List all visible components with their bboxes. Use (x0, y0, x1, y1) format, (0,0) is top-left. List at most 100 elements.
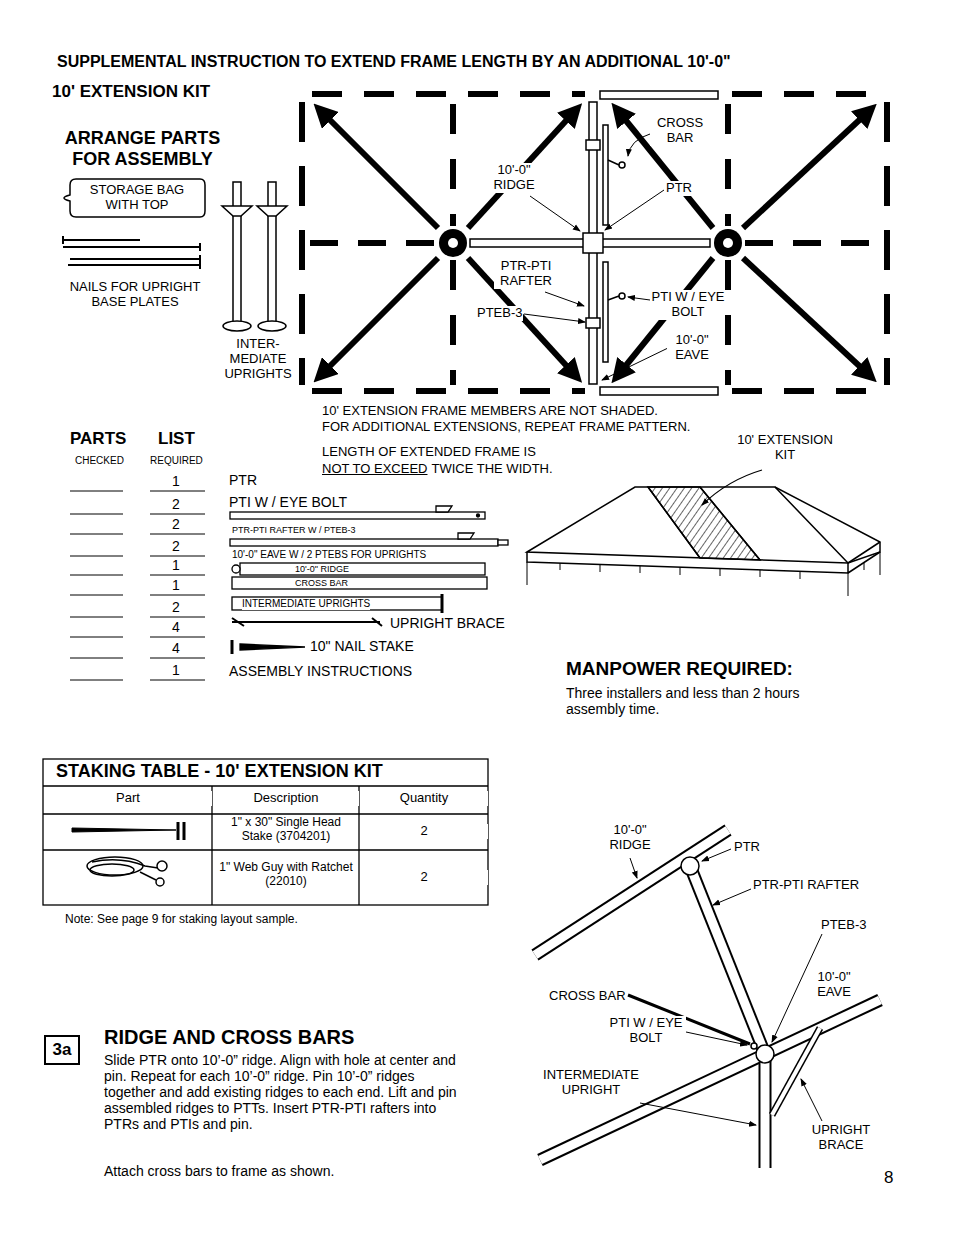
extension-members (603, 262, 608, 362)
label: 2 (172, 538, 180, 554)
label: 1 (172, 473, 180, 489)
label: Part (44, 791, 212, 806)
leader-line (605, 190, 664, 230)
label: PTI W / EYE BOLT (606, 1016, 686, 1046)
upright (222, 182, 287, 331)
label: PTEB-3 (477, 306, 523, 321)
staking-table (43, 759, 488, 905)
label: 1 (172, 577, 180, 593)
label: TWICE THE WIDTH. (431, 462, 552, 477)
storage-bag: STORAGE BAG WITH TOP (68, 178, 206, 218)
extension-members (608, 160, 619, 300)
label: 1" Web Guy with Ratchet (22010) (218, 861, 354, 889)
extension-members (583, 233, 603, 253)
frame-plan (884, 102, 890, 385)
bag-outline (64, 179, 205, 217)
label: LIST (158, 429, 195, 449)
part-drawings (232, 618, 382, 626)
part-drawings (458, 533, 474, 539)
label: 10'-0" RIDGE (484, 163, 544, 193)
label: Quantity (360, 791, 488, 806)
step-number-box: 3a (44, 1035, 80, 1065)
detail-frame (751, 1043, 757, 1049)
extension-members (586, 140, 600, 150)
label: 10' EXTENSION KIT (52, 82, 210, 102)
part-drawings (230, 512, 485, 519)
hub (439, 229, 742, 257)
label: RIDGE AND CROSS BARS (104, 1026, 354, 1049)
label: INTER- MEDIATE UPRIGHTS (220, 337, 296, 382)
hub (448, 238, 458, 248)
page-title: SUPPLEMENTAL INSTRUCTION TO EXTEND FRAME… (57, 53, 731, 71)
tent (648, 487, 880, 563)
part-drawings (240, 644, 305, 650)
leader-line (702, 849, 731, 861)
label: 10' EXTENSION KIT (735, 433, 835, 463)
extension-members (603, 125, 608, 225)
label: LENGTH OF EXTENDED FRAME IS (322, 445, 536, 460)
extension-members (619, 293, 625, 299)
leader-line (524, 134, 668, 380)
frame-plan (725, 104, 731, 226)
leader-line (530, 196, 580, 231)
frame-plan (312, 388, 585, 394)
label: 2 (360, 870, 488, 885)
frame-plan (745, 240, 880, 246)
frame-plan (743, 112, 868, 228)
part-drawings (441, 594, 444, 613)
upright (222, 206, 252, 216)
web-guy-icon (140, 872, 156, 880)
label: 8 (884, 1168, 893, 1188)
frame-plan (322, 112, 438, 228)
web-guy-icon (90, 864, 134, 876)
upright (223, 321, 251, 331)
frame-plan (725, 260, 731, 385)
node-text: STORAGE BAG WITH TOP (76, 183, 198, 213)
detail-frame (759, 1054, 772, 1168)
label: NAILS FOR UPRIGHT BASE PLATES (55, 280, 215, 310)
leader-line (628, 297, 650, 300)
frame-plan (322, 258, 438, 374)
frame-plan (450, 104, 456, 226)
leader-line (686, 1032, 747, 1045)
detail-frame (535, 830, 880, 1168)
label: 2 (172, 516, 180, 532)
label: 10'-0" RIDGE (295, 564, 349, 574)
upright (257, 206, 287, 216)
label: PTR (734, 840, 760, 855)
tent (648, 487, 760, 560)
upright (258, 321, 286, 331)
label: PTR-PTI RAFTER W / PTEB-3 (232, 525, 356, 535)
tent (702, 470, 762, 505)
label: INTERMEDIATE UPRIGHTS (242, 598, 370, 610)
label: 4 (172, 619, 180, 635)
label: INTERMEDIATE UPRIGHT (532, 1068, 650, 1098)
label: ASSEMBLY INSTRUCTIONS (229, 663, 412, 679)
label: CHECKED (75, 455, 124, 467)
label: PTR (229, 472, 257, 488)
part-drawings (232, 597, 442, 610)
part-drawings (232, 577, 487, 589)
label: 10'-0" EAVE W / 2 PTEBS FOR UPRIGHTS (232, 549, 426, 561)
upright (268, 182, 276, 322)
leader-line (545, 292, 584, 306)
label: 2 (360, 824, 488, 839)
label: 1 (172, 557, 180, 573)
frame-plan (299, 102, 305, 385)
label: 4 (172, 640, 180, 656)
label: CROSS BAR (549, 989, 626, 1004)
detail-frame (535, 830, 880, 1168)
leader-line (628, 134, 650, 156)
label: FOR ADDITIONAL EXTENSIONS, REPEAT FRAME … (322, 420, 690, 435)
part-drawings (230, 539, 498, 546)
label: PARTS (70, 429, 126, 449)
label: PTEB-3 (821, 918, 867, 933)
frame-plan (732, 388, 880, 394)
extension-members (470, 91, 718, 395)
leader-line (524, 314, 585, 322)
frame-plan (310, 240, 436, 246)
label: 10'-0" EAVE (808, 970, 860, 1000)
web-guy-icon (92, 860, 158, 868)
label: PTI W / EYE BOLT (229, 494, 347, 510)
leader-line (640, 1103, 756, 1125)
